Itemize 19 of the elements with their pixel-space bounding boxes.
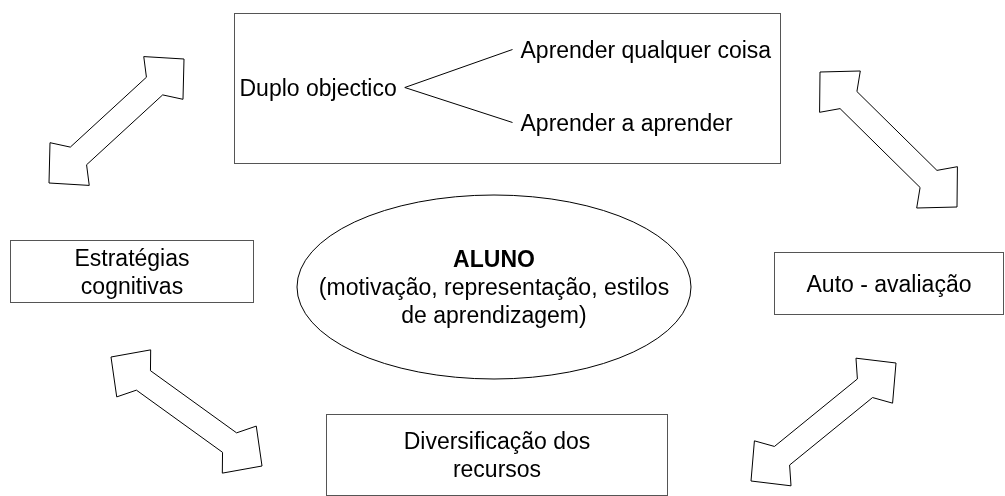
title-text: ALUNO bbox=[452, 245, 536, 273]
double-block-arrow bbox=[110, 349, 263, 474]
label-text: Duplo objectico bbox=[239, 73, 397, 102]
text-box bbox=[774, 252, 1004, 315]
connector-line bbox=[404, 49, 513, 88]
double-block-arrow bbox=[819, 70, 958, 209]
ellipse bbox=[296, 194, 692, 380]
label-text: Aprender a aprender bbox=[520, 108, 733, 137]
text-box bbox=[326, 414, 668, 496]
double-block-arrow bbox=[48, 56, 185, 186]
label-text: Aprender qualquer coisa bbox=[520, 35, 772, 64]
box bbox=[234, 13, 781, 164]
node-text: Diversificação dos recursos bbox=[402, 427, 592, 483]
double-block-arrow bbox=[750, 357, 897, 487]
node-text: (motivação, representação, estilos de aprendizagem) bbox=[317, 273, 671, 329]
connector-line bbox=[404, 87, 513, 123]
text-box bbox=[10, 240, 254, 303]
node-text: Estratégias cognitivas bbox=[73, 243, 191, 300]
node-text: Auto - avaliação bbox=[805, 269, 973, 298]
